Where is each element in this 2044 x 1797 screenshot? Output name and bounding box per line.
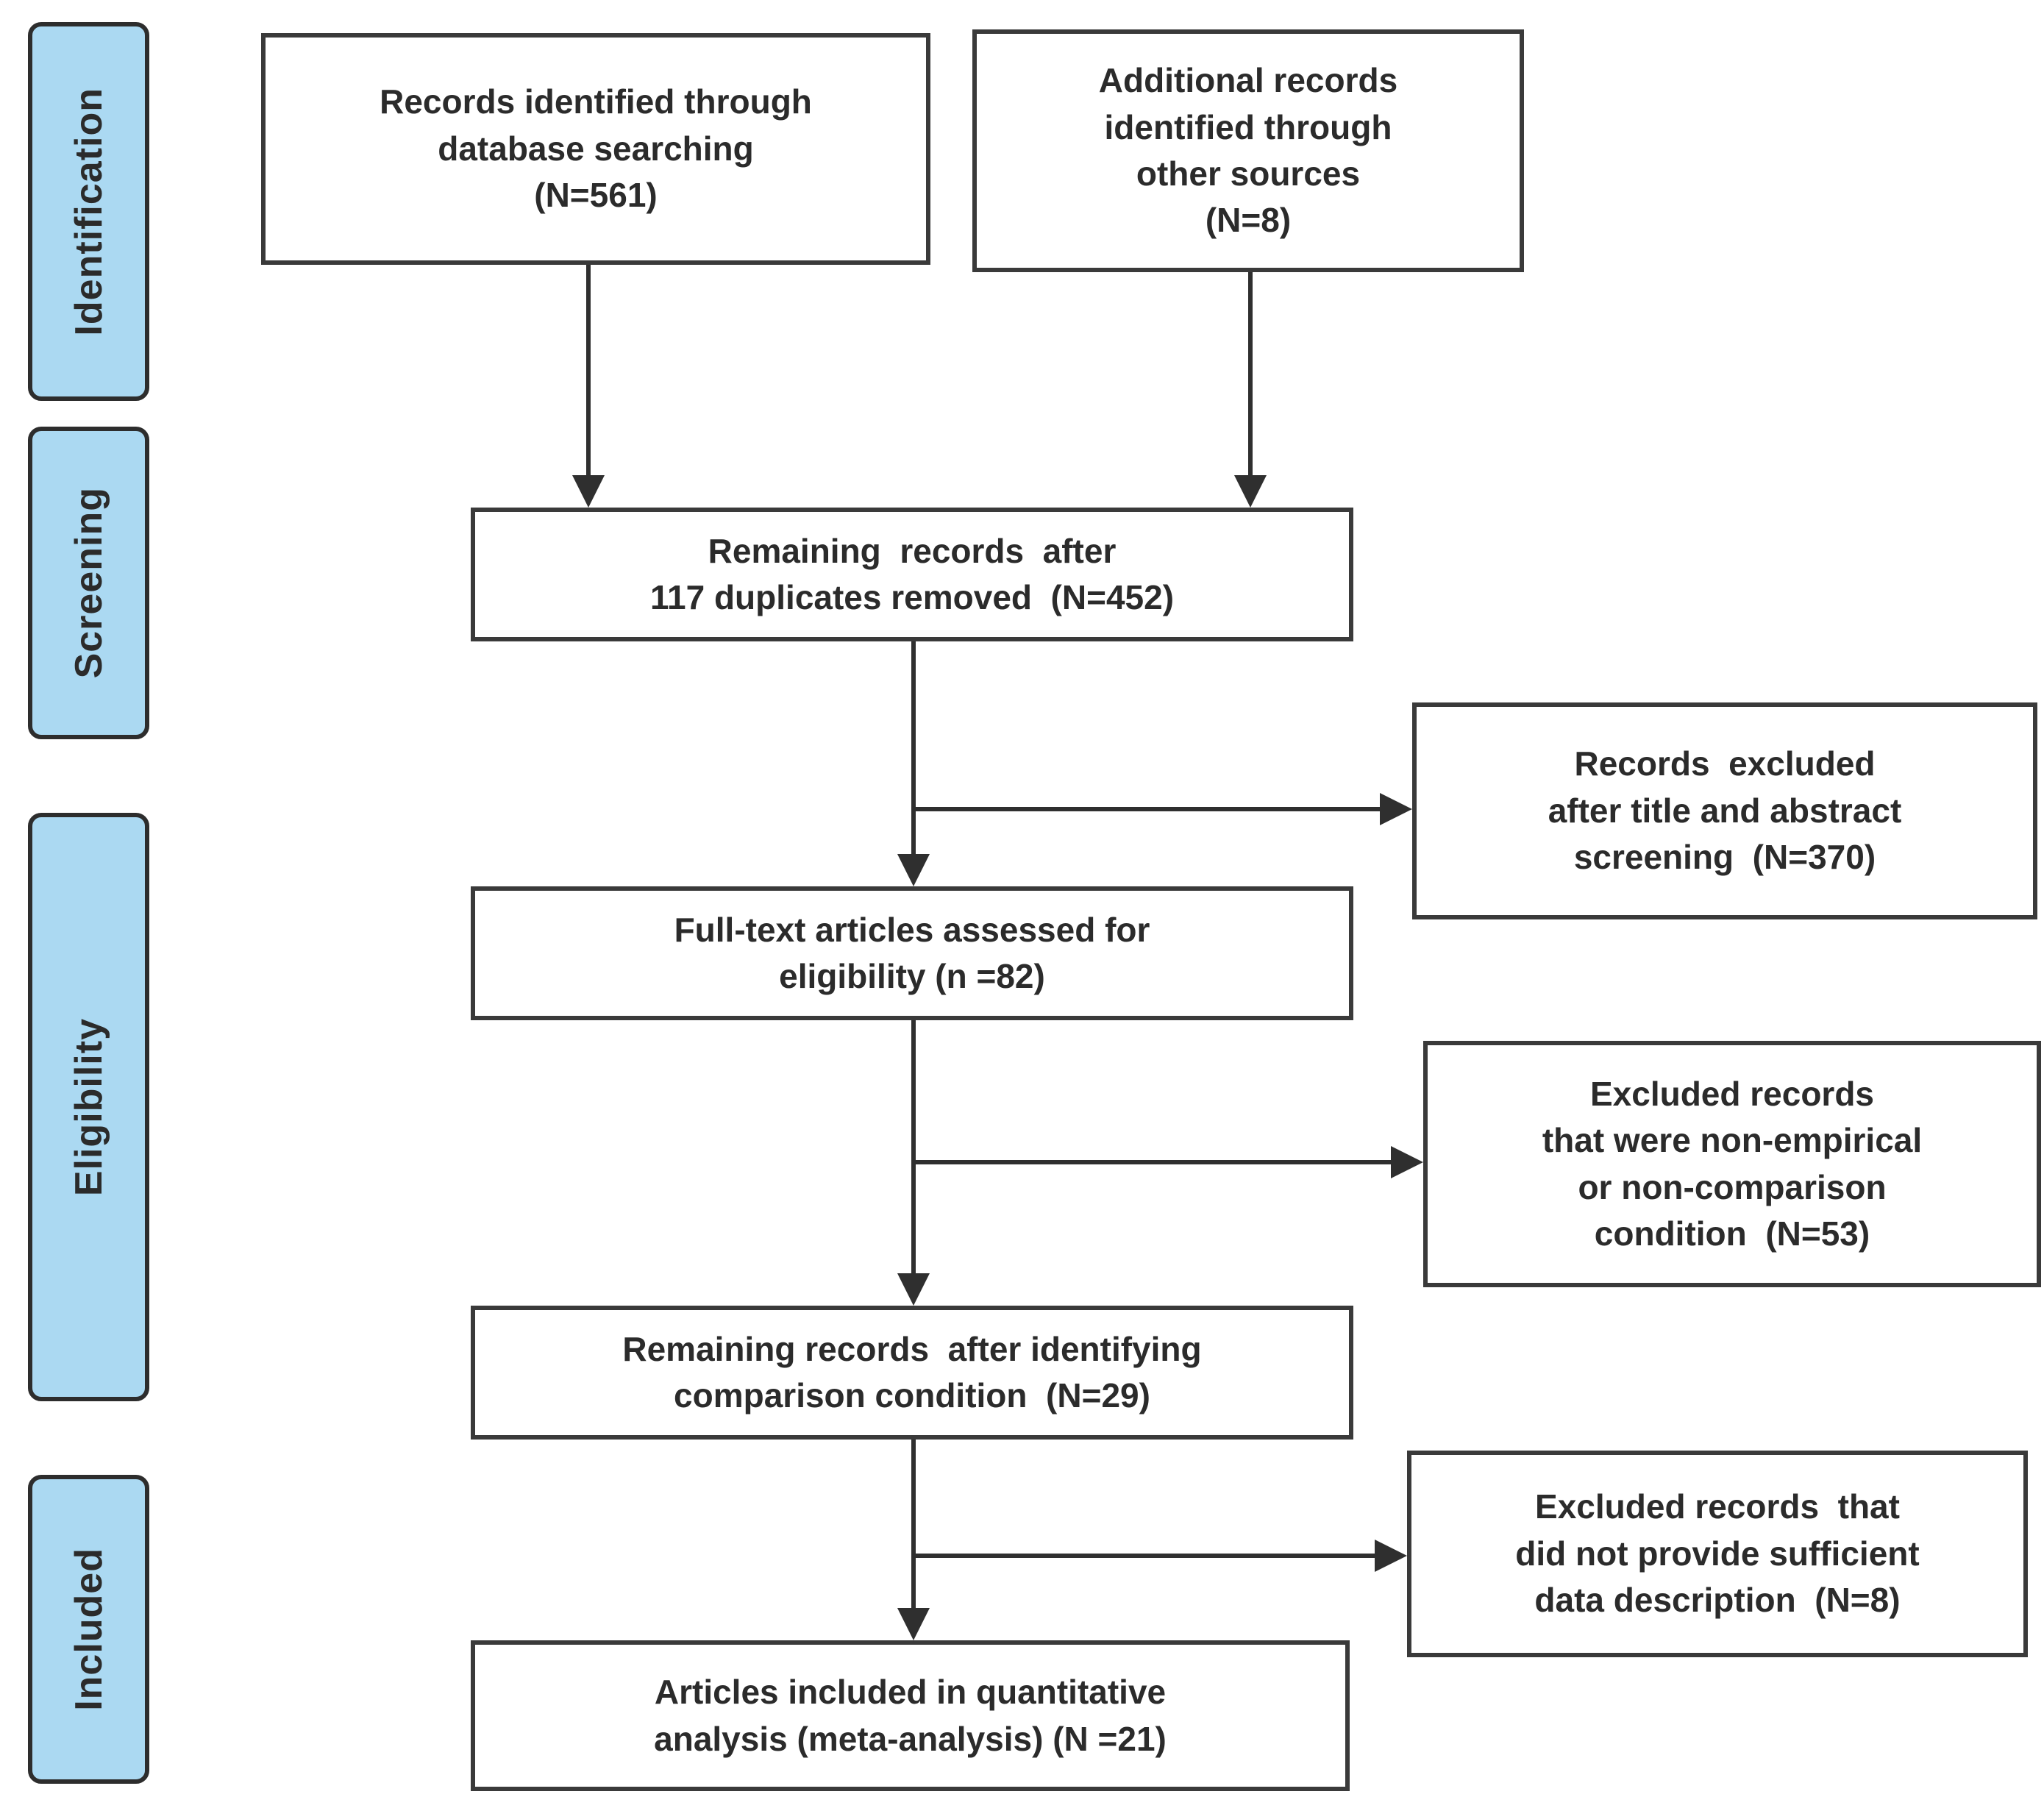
- arrow-branch-insufficient-line: [914, 1554, 1378, 1558]
- node-remaining-comparison: Remaining records after identifying comp…: [471, 1306, 1353, 1440]
- node-excluded-nonempirical: Excluded records that were non-empirical…: [1423, 1041, 2041, 1287]
- stage-identification-label: Identification: [67, 87, 110, 336]
- stage-included: Included: [28, 1475, 149, 1784]
- arrow-duplicates-to-fulltext-line: [911, 641, 916, 855]
- arrow-fulltext-to-comparison-line: [911, 1020, 916, 1275]
- node-excluded-insufficient-data: Excluded records that did not provide su…: [1407, 1451, 2028, 1657]
- node-excluded-nonempirical-label: Excluded records that were non-empirical…: [1542, 1074, 1923, 1253]
- arrow-branch-insufficient-head: [1375, 1540, 1407, 1572]
- node-remaining-comparison-label: Remaining records after identifying comp…: [622, 1329, 1202, 1415]
- node-records-excluded-title-abstract-label: Records excluded after title and abstrac…: [1548, 744, 1902, 877]
- stage-eligibility: Eligibility: [28, 813, 149, 1401]
- stage-screening-label: Screening: [67, 487, 110, 679]
- arrow-comparison-to-included-line: [911, 1440, 916, 1609]
- arrow-duplicates-to-fulltext-head: [897, 854, 930, 886]
- node-remaining-after-duplicates-label: Remaining records after 117 duplicates r…: [649, 531, 1175, 616]
- arrow-othersources-to-duplicates-head: [1234, 475, 1267, 508]
- node-excluded-insufficient-data-label: Excluded records that did not provide su…: [1515, 1487, 1920, 1620]
- node-remaining-after-duplicates: Remaining records after 117 duplicates r…: [471, 508, 1353, 641]
- stage-identification: Identification: [28, 22, 149, 401]
- node-included-meta-analysis-label: Articles included in quantitative analys…: [654, 1673, 1167, 1758]
- node-fulltext-assessed-label: Full-text articles assessed for eligibil…: [674, 910, 1150, 995]
- arrow-branch-nonempirical-head: [1391, 1146, 1423, 1178]
- arrow-branch-title-abstract-head: [1380, 793, 1412, 825]
- arrow-othersources-to-duplicates-line: [1248, 272, 1253, 478]
- arrow-dbsearch-to-duplicates-line: [586, 265, 591, 478]
- arrow-dbsearch-to-duplicates-head: [572, 475, 605, 508]
- arrow-branch-nonempirical-line: [914, 1160, 1394, 1164]
- node-additional-records-other-sources-label: Additional records identified through ot…: [1098, 61, 1398, 240]
- arrow-branch-title-abstract-line: [914, 807, 1383, 811]
- node-fulltext-assessed: Full-text articles assessed for eligibil…: [471, 886, 1353, 1020]
- stage-eligibility-label: Eligibility: [67, 1017, 110, 1197]
- node-additional-records-other-sources: Additional records identified through ot…: [972, 29, 1524, 272]
- stage-screening: Screening: [28, 427, 149, 739]
- stage-included-label: Included: [67, 1548, 110, 1711]
- node-records-identified-database-label: Records identified through database sear…: [380, 82, 812, 215]
- arrow-comparison-to-included-head: [897, 1608, 930, 1640]
- node-records-identified-database: Records identified through database sear…: [261, 33, 930, 265]
- arrow-fulltext-to-comparison-head: [897, 1273, 930, 1306]
- node-included-meta-analysis: Articles included in quantitative analys…: [471, 1640, 1350, 1791]
- node-records-excluded-title-abstract: Records excluded after title and abstrac…: [1412, 702, 2037, 919]
